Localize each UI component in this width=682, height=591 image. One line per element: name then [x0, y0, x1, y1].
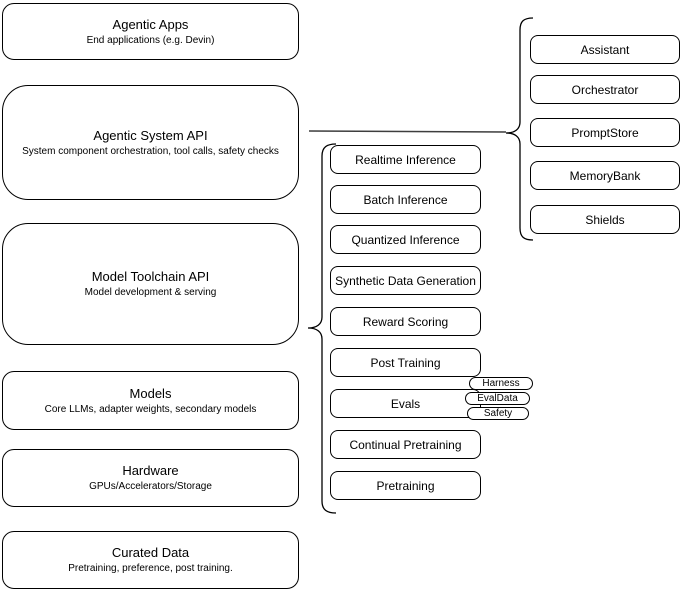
node-orchestrator: Orchestrator: [530, 75, 680, 104]
node-evals: Evals: [330, 389, 481, 418]
tag-label: Safety: [483, 407, 513, 419]
system-api-to-components-connector: [308, 130, 507, 133]
node-label: Orchestrator: [571, 82, 639, 97]
node-models: Models Core LLMs, adapter weights, secon…: [2, 371, 299, 430]
node-title: Model Toolchain API: [91, 269, 210, 284]
node-quantized-inference: Quantized Inference: [330, 225, 481, 254]
node-label: Reward Scoring: [362, 314, 449, 329]
tag-label: EvalData: [477, 392, 518, 404]
node-subtitle: GPUs/Accelerators/Storage: [89, 481, 212, 492]
node-memorybank: MemoryBank: [530, 161, 680, 190]
node-shields: Shields: [530, 205, 680, 234]
node-subtitle: End applications (e.g. Devin): [86, 34, 215, 46]
node-assistant: Assistant: [530, 35, 680, 64]
node-synthetic-data-generation: Synthetic Data Generation: [330, 266, 481, 295]
components-brace: [505, 17, 534, 241]
node-label: Pretraining: [376, 478, 435, 493]
node-label: Quantized Inference: [351, 232, 460, 247]
node-label: Realtime Inference: [355, 152, 456, 167]
node-title: Models: [129, 385, 172, 401]
node-title: Curated Data: [111, 545, 190, 560]
node-label: Evals: [390, 396, 421, 411]
node-hardware: Hardware GPUs/Accelerators/Storage: [2, 449, 299, 507]
node-agentic-system-api: Agentic System API System component orch…: [2, 85, 299, 200]
node-post-training: Post Training: [330, 348, 481, 377]
node-curated-data: Curated Data Pretraining, preference, po…: [2, 531, 299, 589]
node-agentic-apps: Agentic Apps End applications (e.g. Devi…: [2, 3, 299, 60]
node-subtitle: Pretraining, preference, post training.: [68, 563, 233, 574]
tag-safety: Safety: [467, 407, 529, 420]
node-pretraining: Pretraining: [330, 471, 481, 500]
node-batch-inference: Batch Inference: [330, 185, 481, 214]
node-label: Assistant: [580, 42, 630, 57]
tag-evaldata: EvalData: [465, 392, 530, 405]
node-promptstore: PromptStore: [530, 118, 680, 147]
node-label: Batch Inference: [363, 192, 448, 207]
node-subtitle: System component orchestration, tool cal…: [22, 145, 279, 157]
node-title: Agentic System API: [93, 127, 208, 143]
tag-harness: Harness: [469, 377, 533, 390]
node-subtitle: Model development & serving: [84, 287, 217, 298]
node-title: Hardware: [122, 463, 179, 478]
node-label: Post Training: [370, 355, 441, 370]
node-label: Synthetic Data Generation: [335, 273, 476, 288]
node-label: Continual Pretraining: [349, 437, 462, 452]
node-continual-pretraining: Continual Pretraining: [330, 430, 481, 459]
node-label: Shields: [585, 212, 625, 227]
node-title: Agentic Apps: [112, 16, 189, 32]
node-label: PromptStore: [571, 125, 639, 140]
tag-label: Harness: [482, 377, 520, 389]
node-model-toolchain-api: Model Toolchain API Model development & …: [2, 223, 299, 345]
node-subtitle: Core LLMs, adapter weights, secondary mo…: [44, 403, 257, 415]
node-realtime-inference: Realtime Inference: [330, 145, 481, 174]
node-label: MemoryBank: [569, 168, 641, 183]
node-reward-scoring: Reward Scoring: [330, 307, 481, 336]
